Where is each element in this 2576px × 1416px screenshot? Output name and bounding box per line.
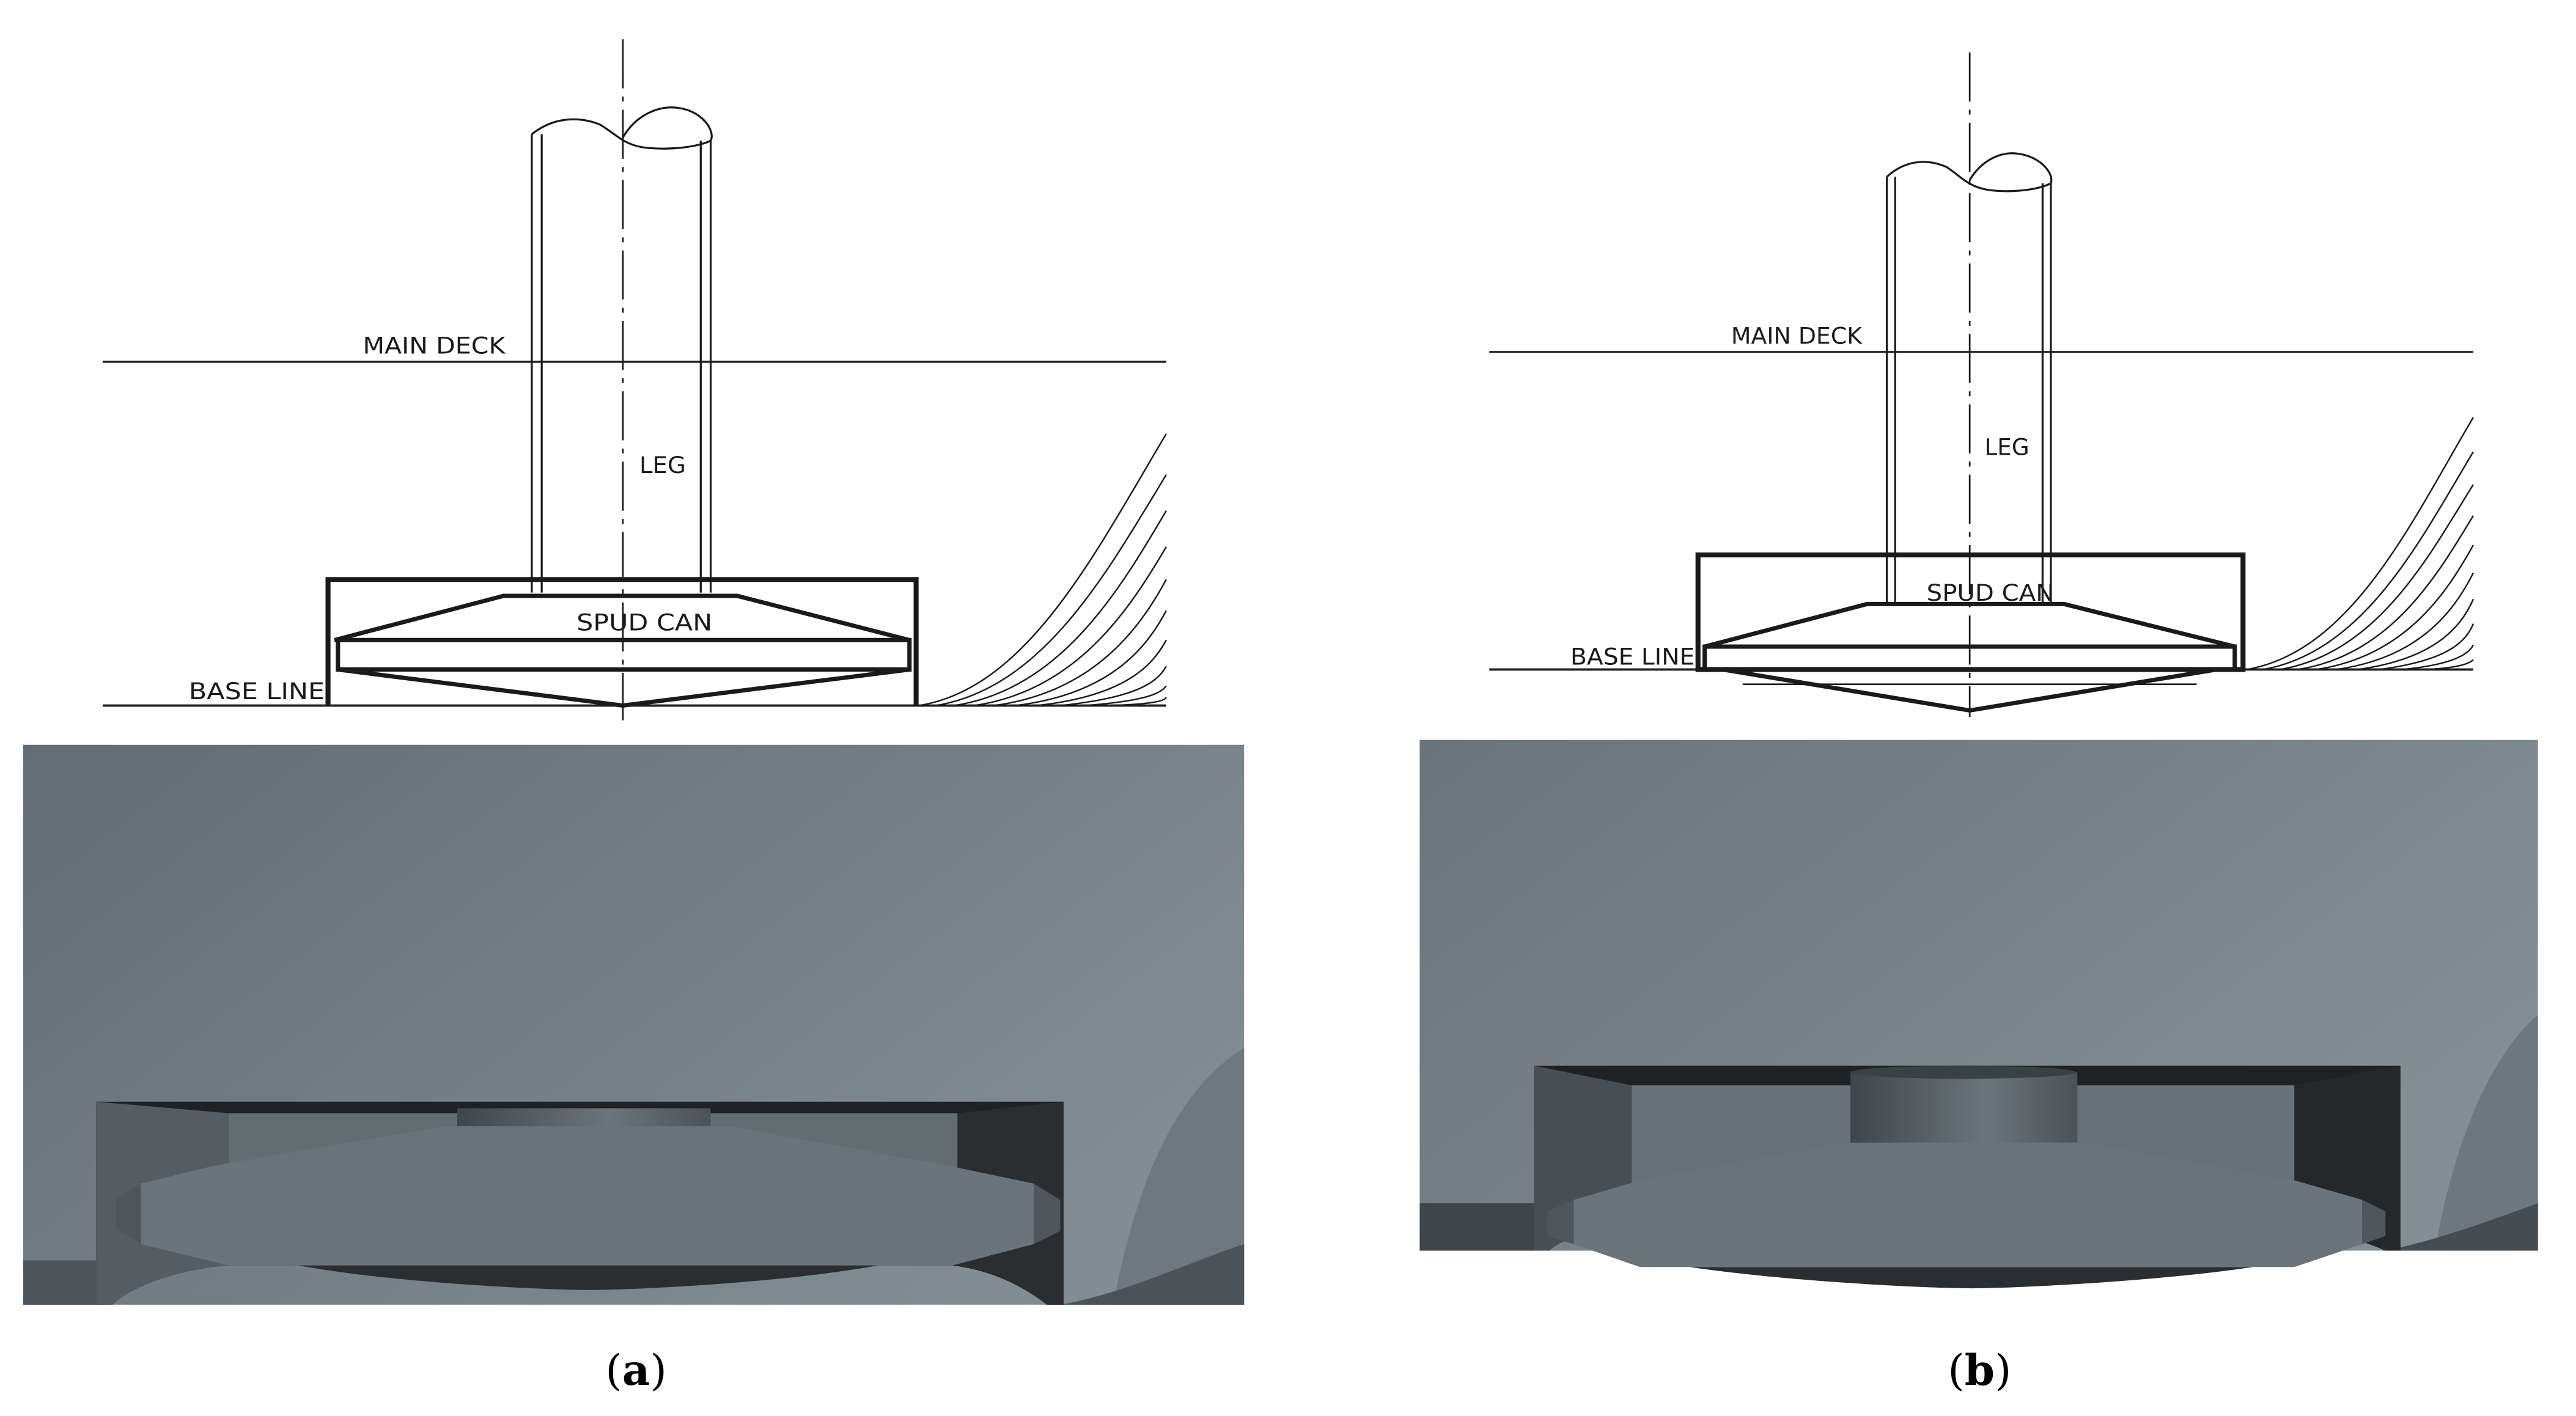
panel-a-caption: (a) <box>605 1344 667 1395</box>
panel-a-leg-label: LEG <box>639 452 686 479</box>
panel-a-baseline-label: BASE LINE <box>189 678 325 705</box>
panel-b-baseline-label: BASE LINE <box>1570 644 1695 670</box>
panel-a-caption-close: ) <box>650 1345 666 1395</box>
panel-a-spudcan-rim <box>141 1165 1034 1266</box>
panel-a-hull-bilge <box>1113 1047 1245 1305</box>
panel-a-caption-open: ( <box>605 1345 622 1395</box>
panel-b-render <box>1419 739 2538 1289</box>
panel-b-drawing: MAIN DECK LEG SPUD CAN BASE LINE <box>1489 52 2475 717</box>
panel-a-caption-letter: a <box>622 1344 650 1395</box>
panel-a-leg <box>531 106 713 593</box>
panel-a-render <box>23 744 1245 1305</box>
panel-b-caption-letter: b <box>1965 1344 1995 1395</box>
panel-a-main-deck-label: MAIN DECK <box>362 332 506 359</box>
panel-b-spudcan-top <box>1639 1142 2295 1181</box>
panel-b-caption-open: ( <box>1948 1345 1964 1395</box>
panel-b-leg-label: LEG <box>1985 434 2030 461</box>
panel-a-spudcan-label: SPUD CAN <box>576 609 712 636</box>
panel-b-hull-bilge <box>2435 1014 2538 1251</box>
panel-b-leg-stub <box>1850 1072 2078 1148</box>
panel-a-recess-box <box>325 577 919 706</box>
panel-a-spudcan-top <box>215 1126 948 1166</box>
panel-a-spudcan <box>334 593 912 708</box>
panel-a-drawing: MAIN DECK LEG SPUD CAN BASE LINE <box>103 39 1167 721</box>
panel-b-caption: (b) <box>1948 1344 2011 1395</box>
panel-b-caption-close: ) <box>1995 1345 2011 1395</box>
panel-b-spudcan-rim <box>1573 1180 2363 1267</box>
panel-a-spudcan-bottom <box>298 1265 878 1290</box>
panel-b-spudcan <box>1702 601 2237 713</box>
panel-a-leg-stub <box>457 1108 711 1126</box>
panel-a-hull-lines <box>919 433 1167 706</box>
panel-b-spudcan-label: SPUD CAN <box>1927 579 2055 606</box>
panel-b-leg <box>1886 152 2053 603</box>
panel-b-spudcan-bottom <box>1690 1267 2253 1289</box>
panel-b-hull-lines <box>2246 417 2475 670</box>
panel-b-main-deck-label: MAIN DECK <box>1731 323 1863 350</box>
